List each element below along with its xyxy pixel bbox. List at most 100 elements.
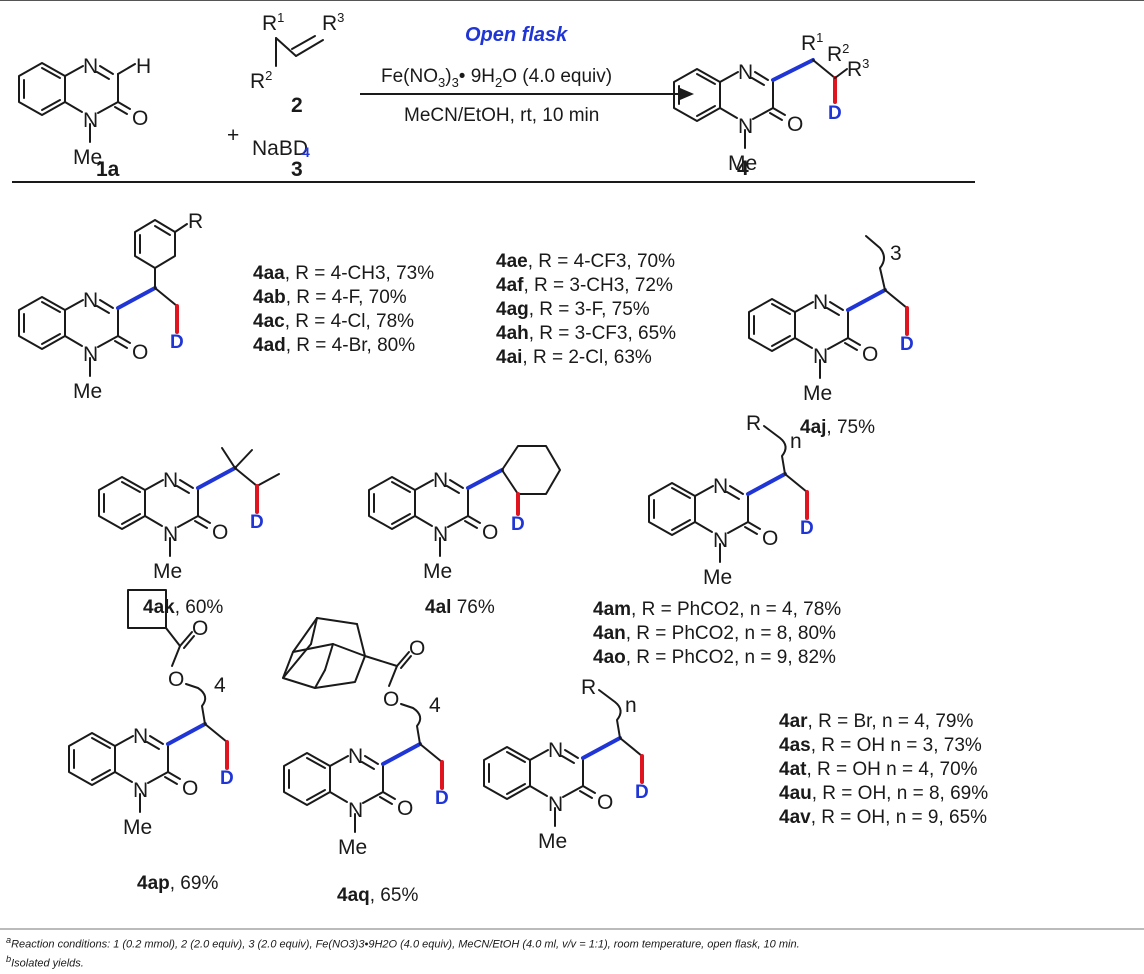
list-item: 4ah, R = 3-CF3, 65% [496, 323, 677, 344]
svg-text:O: O [409, 637, 425, 660]
list-item: 4ae, R = 4-CF3, 70% [496, 251, 676, 272]
svg-text:4: 4 [429, 694, 441, 717]
svg-text:D: D [511, 514, 525, 535]
svg-text:N: N [433, 469, 448, 492]
svg-text:Me: Me [338, 836, 367, 859]
structure-4aj: 3 N N O Me D [748, 235, 914, 405]
svg-text:O: O [168, 668, 184, 691]
structure-4am: R n N N O Me D [648, 412, 814, 589]
list-item: 4ai, R = 2-Cl, 63% [496, 347, 652, 368]
svg-text:O: O [397, 797, 413, 820]
svg-text:O: O [212, 521, 228, 544]
svg-text:O: O [383, 688, 399, 711]
svg-text:H: H [136, 55, 151, 78]
svg-text:R3: R3 [322, 10, 344, 35]
svg-text:N: N [813, 345, 828, 368]
svg-text:N: N [163, 523, 178, 546]
svg-text:n: n [625, 694, 637, 717]
svg-text:Me: Me [123, 816, 152, 839]
structure-4ar: R n N N O Me D [483, 676, 649, 853]
svg-text:O: O [787, 113, 803, 136]
svg-text:Me: Me [73, 146, 102, 169]
label-2: 2 [291, 94, 303, 117]
list-item: 4am, R = PhCO2, n = 4, 78% [593, 599, 842, 620]
svg-text:D: D [900, 334, 914, 355]
reagent-nabd4: NaBD [252, 137, 308, 160]
list-item: 4ad, R = 4-Br, 80% [253, 335, 416, 356]
label-1a: 1a [96, 158, 120, 181]
svg-text:O: O [862, 343, 878, 366]
list-4ae-4ai: 4ae, R = 4-CF3, 70% 4af, R = 3-CH3, 72% … [496, 250, 676, 370]
svg-text:Me: Me [703, 566, 732, 589]
list-item: 4ac, R = 4-Cl, 78% [253, 311, 415, 332]
footnote-b: bIsolated yields. [6, 954, 84, 970]
svg-text:N: N [133, 779, 148, 802]
svg-text:N: N [813, 291, 828, 314]
structure-4aa: R N N O Me D [18, 210, 203, 403]
label-4ap: 4ap, 69% [137, 873, 219, 894]
list-4am-4ao: 4am, R = PhCO2, n = 4, 78% 4an, R = PhCO… [593, 598, 841, 670]
list-item: 4av, R = OH, n = 9, 65% [779, 807, 988, 828]
svg-text:R2: R2 [250, 68, 272, 93]
svg-text:O: O [182, 777, 198, 800]
list-4ar-4av: 4ar, R = Br, n = 4, 79% 4as, R = OH n = … [779, 710, 988, 830]
condition-reagent: Fe(NO3)3• 9H2O (4.0 equiv) [381, 66, 612, 90]
svg-text:N: N [133, 725, 148, 748]
svg-text:R: R [188, 210, 203, 233]
svg-text:D: D [250, 512, 264, 533]
structure-4ak: N N O Me D [98, 447, 280, 583]
svg-text:O: O [132, 341, 148, 364]
alkene-2: R1 R2 R3 [250, 10, 344, 93]
svg-text:R: R [746, 412, 761, 435]
svg-text:3: 3 [890, 242, 902, 265]
svg-text:Me: Me [803, 382, 832, 405]
list-item: 4af, R = 3-CH3, 72% [496, 275, 673, 296]
svg-text:N: N [548, 793, 563, 816]
svg-text:D: D [220, 768, 234, 789]
svg-text:N: N [548, 739, 563, 762]
svg-text:D: D [828, 103, 842, 124]
product-4: N N O Me R1 R2 R3 D [673, 30, 869, 175]
svg-text:Me: Me [728, 152, 757, 175]
list-item: 4ar, R = Br, n = 4, 79% [779, 711, 974, 732]
list-4aa-4ad: 4aa, R = 4-CH3, 73% 4ab, R = 4-F, 70% 4a… [253, 262, 434, 358]
list-item: 4ag, R = 3-F, 75% [496, 299, 650, 320]
svg-text:N: N [83, 343, 98, 366]
svg-text:O: O [762, 527, 778, 550]
svg-text:D: D [435, 788, 449, 809]
svg-text:D: D [635, 782, 649, 803]
svg-text:R3: R3 [847, 56, 869, 81]
svg-text:N: N [83, 289, 98, 312]
list-item: 4an, R = PhCO2, n = 8, 80% [593, 623, 836, 644]
svg-text:O: O [132, 107, 148, 130]
svg-text:N: N [713, 529, 728, 552]
svg-text:Me: Me [73, 380, 102, 403]
footnote-a: aReaction conditions: 1 (0.2 mmol), 2 (2… [6, 935, 800, 951]
svg-text:Me: Me [538, 830, 567, 853]
label-4ak: 4ak, 60% [143, 597, 224, 618]
list-item: 4ab, R = 4-F, 70% [253, 287, 407, 308]
svg-text:N: N [738, 61, 753, 84]
structure-4al: N N O Me D [368, 445, 561, 583]
svg-text:N: N [83, 55, 98, 78]
svg-text:O: O [597, 791, 613, 814]
svg-text:Me: Me [423, 560, 452, 583]
svg-text:O: O [482, 521, 498, 544]
list-item: 4aa, R = 4-CH3, 73% [253, 263, 435, 284]
svg-text:Me: Me [153, 560, 182, 583]
svg-text:N: N [348, 745, 363, 768]
svg-text:O: O [192, 617, 208, 640]
svg-text:D: D [170, 332, 184, 353]
list-item: 4au, R = OH, n = 8, 69% [779, 783, 989, 804]
svg-text:N: N [738, 115, 753, 138]
condition-solvent: MeCN/EtOH, rt, 10 min [404, 105, 599, 126]
reagent-subscript: 4 [302, 144, 310, 160]
svg-text:N: N [83, 109, 98, 132]
label-4aq: 4aq, 65% [337, 885, 419, 906]
reactant-1a: N N H O Me [18, 55, 151, 169]
adamantyl-group [282, 617, 366, 689]
svg-text:R1: R1 [262, 10, 284, 35]
plus-sign: + [227, 124, 239, 147]
svg-text:N: N [713, 475, 728, 498]
list-item: 4as, R = OH n = 3, 73% [779, 735, 982, 756]
